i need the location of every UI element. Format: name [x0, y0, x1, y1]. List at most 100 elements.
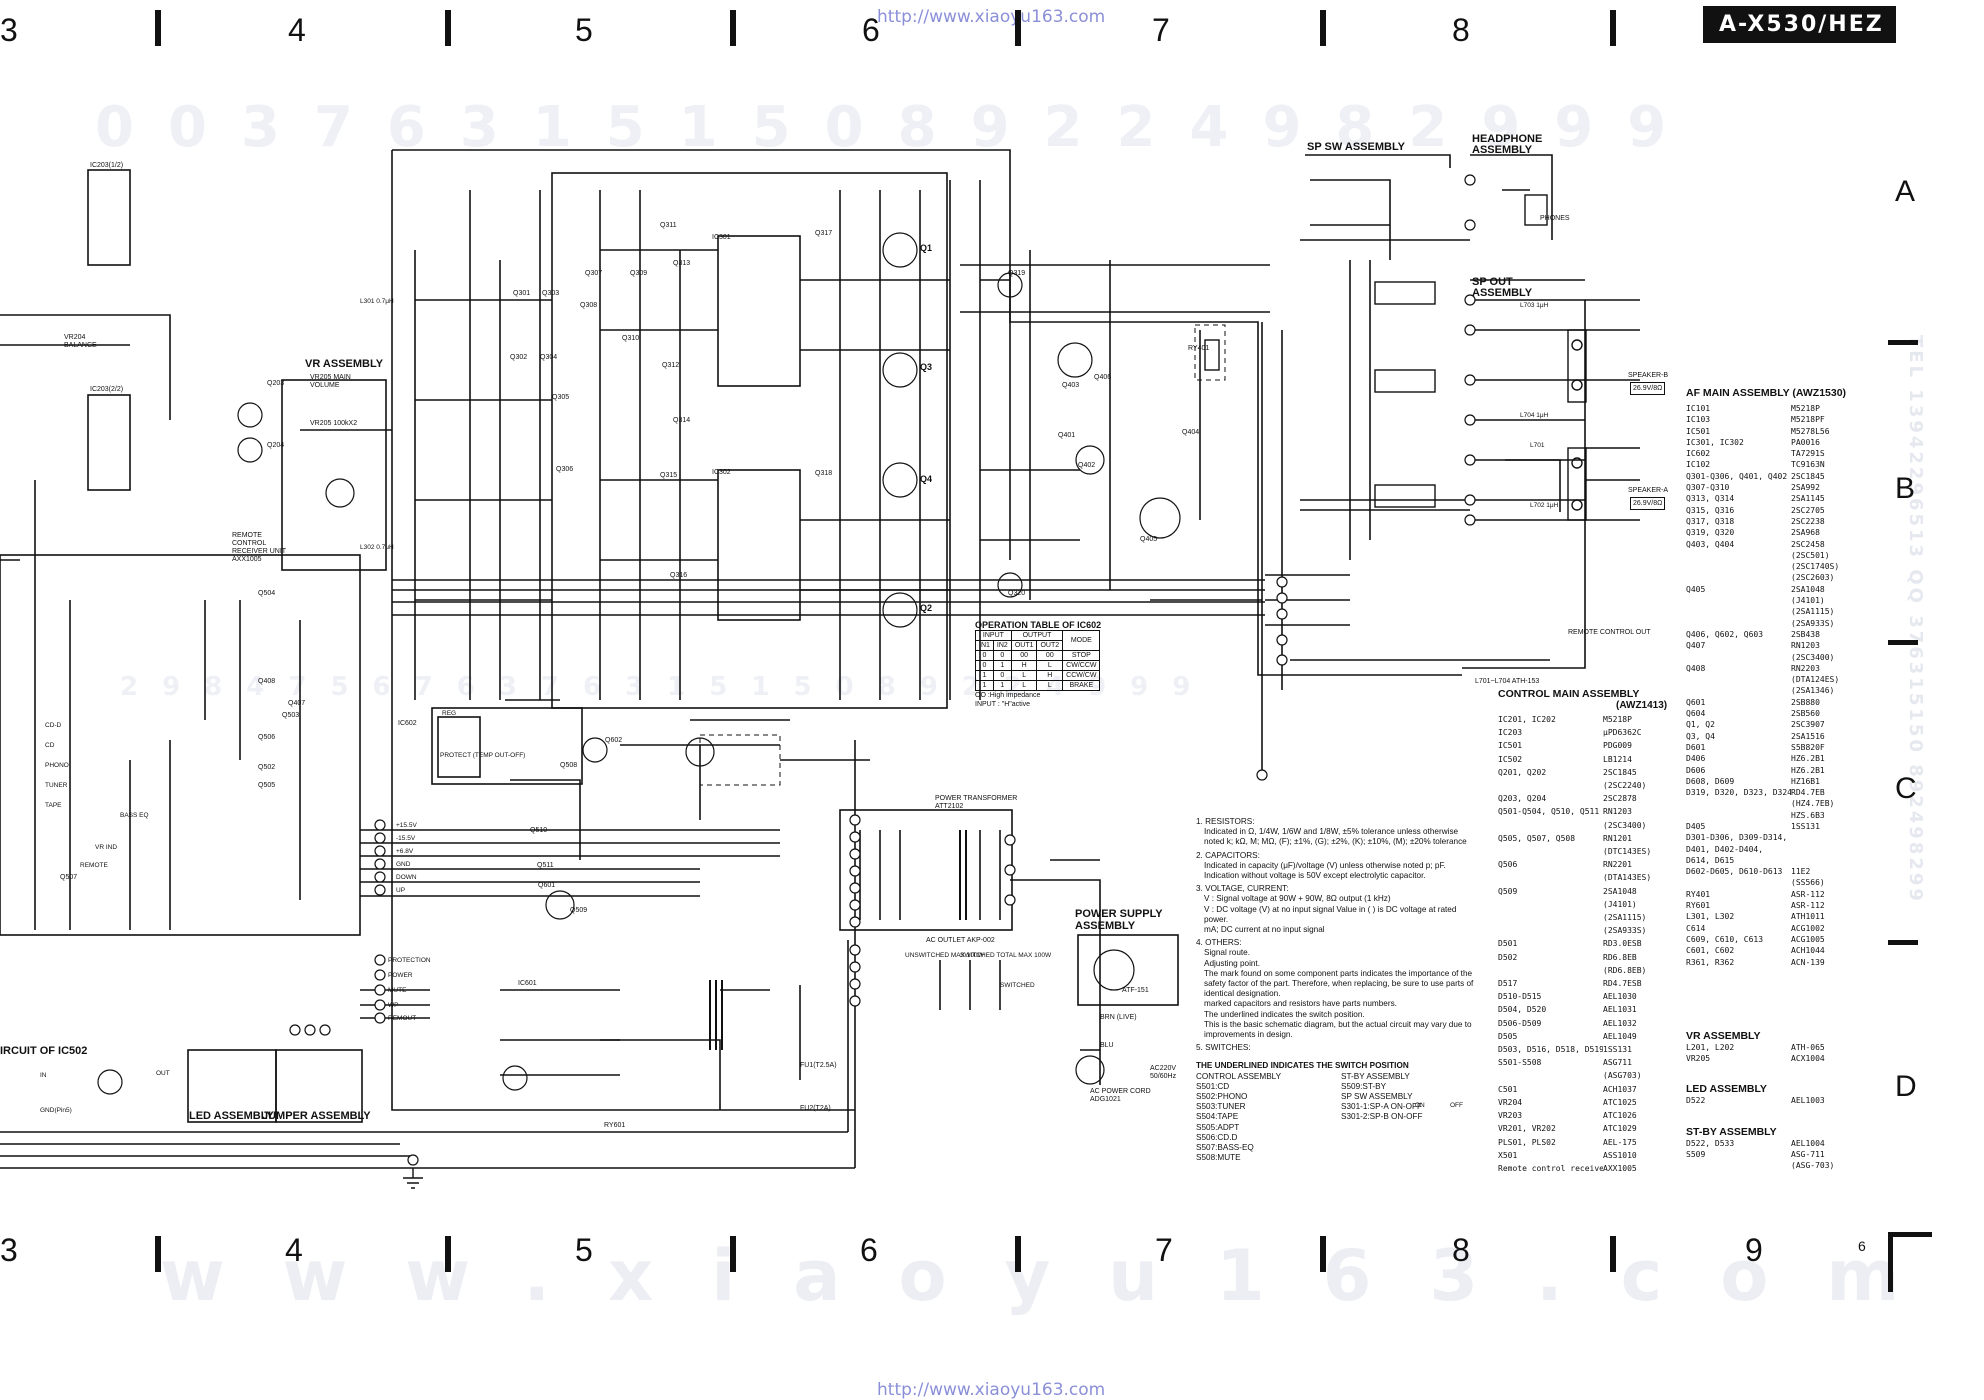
q2-label: Q2	[920, 603, 933, 613]
note-line: V : Signal voltage at 90W + 90W, 8Ω outp…	[1204, 894, 1391, 904]
parts-number: RN1203	[1603, 807, 1632, 817]
parts-number: (2SC3400)	[1791, 652, 1835, 662]
bottom-url[interactable]: http://www.xiaoyu163.com	[877, 1380, 1106, 1400]
misc-label: REG	[442, 710, 457, 717]
parts-ref: Q307-Q310	[1686, 483, 1730, 493]
parts-ref: D504, D520	[1498, 1005, 1547, 1015]
parts-ref: D502	[1498, 952, 1518, 962]
parts-ref	[1498, 964, 1603, 977]
page-number: 6	[1858, 1238, 1866, 1254]
parts-number: 2SA1516	[1791, 731, 1825, 741]
transistor-label: Q602	[605, 737, 623, 744]
ic601-label: IC601	[518, 980, 537, 987]
connector-label: PROTECTION	[388, 957, 431, 964]
parts-ref: VR205	[1686, 1054, 1711, 1063]
transistor-label: Q511	[537, 862, 554, 869]
parts-ref: R361, R362	[1686, 957, 1735, 967]
parts-number: 2SA1145	[1791, 494, 1825, 504]
parts-ref: RY601	[1686, 901, 1711, 911]
parts-row: (DTA124ES)	[1686, 674, 1886, 685]
switch-left-line: S502:PHONO	[1196, 1092, 1248, 1102]
phones-label: PHONES	[1540, 215, 1570, 222]
inductor-label: L704 1μH	[1520, 412, 1549, 419]
parts-row: Q313, Q314 2SA1145	[1686, 493, 1886, 504]
parts-row: (2SC2603)	[1686, 572, 1886, 583]
switch-right-line: ST-BY ASSEMBLY	[1341, 1071, 1410, 1081]
parts-number: (2SC1740S)	[1791, 562, 1840, 572]
parts-ref: S509	[1686, 1150, 1706, 1159]
q1-label: Q1	[920, 243, 933, 253]
op-sub-out1: OUT1	[1010, 640, 1038, 651]
parts-row: (SS566)	[1686, 877, 1886, 888]
parts-number: M5278L56	[1791, 426, 1830, 436]
parts-ref: Q313, Q314	[1686, 494, 1735, 504]
parts-number: 11E2	[1791, 867, 1811, 877]
note-line: This is the basic schematic diagram, but…	[1204, 1019, 1472, 1040]
op-cell: STOP	[1062, 650, 1101, 661]
connector-label: CD-D	[45, 722, 62, 729]
vr205-label: VR205 MAIN VOLUME	[310, 374, 351, 389]
row-tick	[1888, 940, 1918, 945]
misc-label: GND(Pin5)	[40, 1107, 72, 1114]
parts-row: (ASG-703)	[1686, 1160, 1886, 1171]
connector-label: REMOTE	[80, 862, 108, 869]
parts-ref	[1686, 550, 1791, 561]
parts-row: D503, D516, D518, D519, D521, D524, D525…	[1498, 1043, 1688, 1056]
parts-row: (ASG703)	[1498, 1069, 1688, 1082]
transistor-label: Q318	[815, 470, 833, 477]
parts-number: 2SA1048	[1791, 584, 1825, 594]
vr-parts-title: VR ASSEMBLY	[1686, 1030, 1761, 1042]
transistor-label: Q507	[60, 874, 78, 881]
parts-ref: Q1, Q2	[1686, 720, 1715, 730]
top-column-number: 3	[0, 12, 18, 48]
parts-ref	[1686, 674, 1791, 685]
parts-ref: Q315, Q316	[1686, 505, 1735, 515]
parts-ref: IC201, IC202	[1498, 715, 1556, 724]
connector-label: REMOUT	[388, 1015, 417, 1022]
parts-number: RD4.7ESB	[1603, 979, 1642, 989]
atf-label: ATF-151	[1122, 987, 1149, 994]
parts-row: (J4101)	[1498, 898, 1688, 911]
parts-ref: IC501	[1686, 426, 1711, 436]
parts-number: 2SA1048	[1603, 886, 1637, 896]
parts-row: D401, D402-D404,	[1686, 844, 1886, 855]
row-tick	[1888, 640, 1918, 645]
parts-number: M5218P	[1791, 404, 1820, 413]
transistor-label: Q313	[673, 260, 691, 267]
sp-sw-assembly-label: SP SW ASSEMBLY	[1307, 141, 1406, 153]
parts-row: Remote control receiver unitAXX1005	[1498, 1162, 1688, 1175]
top-url[interactable]: http://www.xiaoyu163.com	[877, 7, 1106, 27]
parts-number: LB1214	[1603, 754, 1632, 764]
parts-number: 1SS131	[1603, 1045, 1632, 1055]
parts-ref: Q317, Q318	[1686, 516, 1735, 526]
switch-title: THE UNDERLINED INDICATES THE SWITCH POSI…	[1196, 1061, 1409, 1071]
parts-ref	[1686, 877, 1791, 888]
parts-ref: D608, D609	[1686, 776, 1735, 786]
parts-row: (DTC143ES)	[1498, 845, 1688, 858]
parts-row: (2SC3400)	[1498, 819, 1688, 832]
q3-label: Q3	[920, 362, 933, 372]
parts-ref	[1686, 606, 1791, 617]
connector-label: DOWN	[396, 874, 417, 881]
connector-label: TAPE	[45, 802, 62, 809]
inductor-label: L702 1μH	[1530, 502, 1559, 509]
parts-ref: D510-D515	[1498, 992, 1542, 1002]
op-cell: CCW/CW	[1062, 670, 1101, 681]
top-column-tick	[1015, 10, 1021, 46]
